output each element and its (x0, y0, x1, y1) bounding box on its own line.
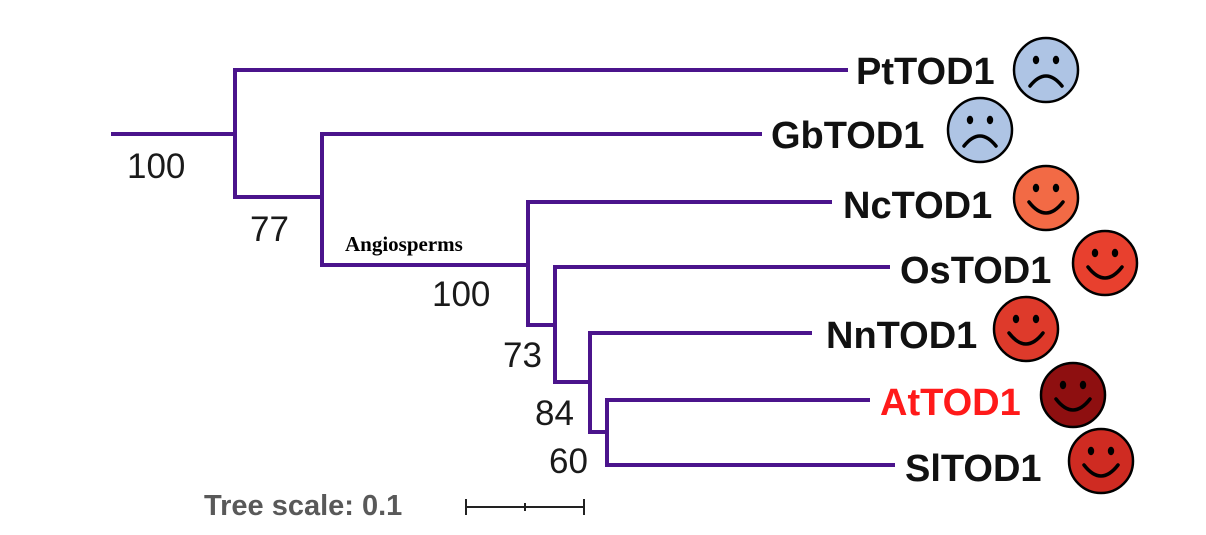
face-eye (1079, 380, 1087, 390)
face-mouth (1028, 74, 1064, 88)
leaf-label-pttod1: PtTOD1 (856, 51, 995, 93)
leaf-label-gbtod1: GbTOD1 (771, 115, 924, 157)
face-mouth (1086, 265, 1124, 280)
face-eye (1032, 314, 1040, 324)
face-eye (1052, 183, 1060, 193)
face-eye (966, 115, 974, 125)
face-circle (1067, 427, 1135, 495)
support-value: 84 (535, 394, 574, 433)
support-value: 60 (549, 442, 588, 481)
face-icons (946, 36, 1139, 495)
face-eye (1052, 55, 1060, 65)
tree-branches (111, 68, 895, 467)
support-value: 73 (503, 336, 542, 375)
support-values: 100 77 100 73 84 60 (127, 147, 588, 481)
face-circle (1012, 36, 1080, 104)
happy-face-icon (1071, 229, 1139, 297)
face-eye (1087, 446, 1095, 456)
face-eye (1012, 314, 1020, 324)
face-circle (1039, 361, 1107, 429)
happy-face-icon (992, 295, 1060, 363)
leaf-label-ostod1: OsTOD1 (900, 250, 1051, 292)
support-value: 100 (127, 147, 185, 186)
face-eye (1091, 248, 1099, 258)
support-value: 77 (250, 210, 289, 249)
sad-face-icon (946, 96, 1014, 164)
tree-scale-bar (465, 499, 585, 515)
support-value: 100 (432, 275, 490, 314)
leaf-label-nntod1: NnTOD1 (826, 315, 977, 357)
face-eye (1032, 55, 1040, 65)
leaf-label-attod1: AtTOD1 (880, 382, 1021, 424)
face-eye (1111, 248, 1119, 258)
face-eye (1107, 446, 1115, 456)
face-circle (1012, 164, 1080, 232)
face-eye (1059, 380, 1067, 390)
face-mouth (1007, 331, 1045, 346)
leaf-label-nctod1: NcTOD1 (843, 185, 992, 227)
face-circle (992, 295, 1060, 363)
face-mouth (1027, 200, 1065, 215)
face-mouth (962, 134, 998, 148)
leaf-label-sltod1: SlTOD1 (905, 448, 1042, 490)
face-eye (986, 115, 994, 125)
clade-label: Angiosperms (345, 232, 463, 256)
sad-face-icon (1012, 36, 1080, 104)
leaf-labels: PtTOD1 GbTOD1 NcTOD1 OsTOD1 NnTOD1 AtTOD… (771, 51, 1051, 490)
face-circle (946, 96, 1014, 164)
tree-scale: Tree scale: 0.1 (204, 490, 585, 522)
tree-scale-label: Tree scale: 0.1 (204, 490, 402, 522)
face-circle (1071, 229, 1139, 297)
happy-face-icon (1067, 427, 1135, 495)
face-eye (1032, 183, 1040, 193)
happy-face-icon (1039, 361, 1107, 429)
happy-face-icon (1012, 164, 1080, 232)
face-mouth (1054, 397, 1092, 412)
face-mouth (1082, 463, 1120, 478)
